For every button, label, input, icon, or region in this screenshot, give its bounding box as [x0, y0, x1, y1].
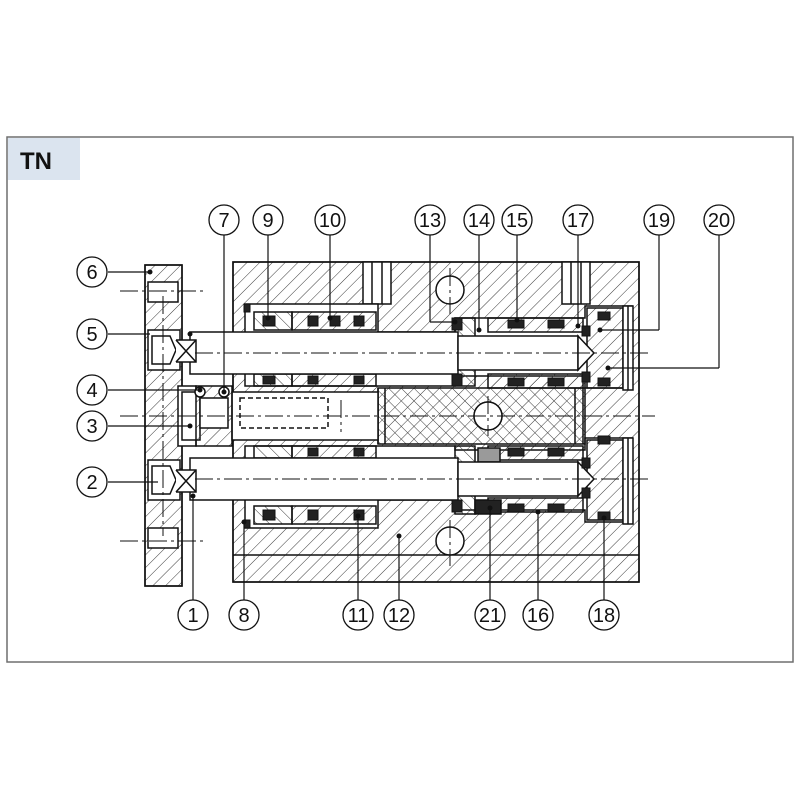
- callout-4: 4: [76, 374, 108, 406]
- callout-2: 2: [76, 466, 108, 498]
- callout-20: 20: [703, 204, 735, 236]
- callout-12: 12: [383, 599, 415, 631]
- callout-19: 19: [643, 204, 675, 236]
- callout-18: 18: [588, 599, 620, 631]
- callout-17: 17: [562, 204, 594, 236]
- svg-text:15: 15: [506, 210, 528, 232]
- svg-text:2: 2: [86, 472, 97, 494]
- panel-label: TN: [20, 148, 52, 175]
- seals: [243, 303, 611, 529]
- callout-6: 6: [76, 256, 108, 288]
- callout-15: 15: [501, 204, 533, 236]
- callout-1: 1: [177, 599, 209, 631]
- callout-14: 14: [463, 204, 495, 236]
- svg-text:10: 10: [319, 210, 341, 232]
- callout-13: 13: [414, 204, 446, 236]
- svg-text:12: 12: [388, 605, 410, 627]
- svg-text:13: 13: [419, 210, 441, 232]
- svg-text:5: 5: [86, 324, 97, 346]
- svg-text:8: 8: [238, 605, 249, 627]
- centerlines: [120, 268, 655, 566]
- svg-text:4: 4: [86, 380, 97, 402]
- callout-3: 3: [76, 410, 108, 442]
- panel-label-box: [8, 138, 80, 180]
- svg-text:11: 11: [348, 605, 369, 627]
- callout-8: 8: [228, 599, 260, 631]
- leader-lines: [108, 235, 720, 600]
- svg-text:7: 7: [218, 210, 229, 232]
- socket-screws: [151, 335, 197, 495]
- leader-dots: [147, 269, 611, 539]
- svg-text:20: 20: [708, 210, 730, 232]
- svg-text:18: 18: [593, 605, 615, 627]
- callout-11: 11: [342, 599, 374, 631]
- svg-text:3: 3: [86, 416, 97, 438]
- svg-text:21: 21: [479, 605, 501, 627]
- callout-21: 21: [474, 599, 506, 631]
- svg-text:17: 17: [567, 210, 589, 232]
- svg-text:1: 1: [187, 605, 198, 627]
- svg-text:6: 6: [86, 262, 97, 284]
- callout-5: 5: [76, 318, 108, 350]
- svg-text:19: 19: [648, 210, 670, 232]
- svg-text:16: 16: [527, 605, 549, 627]
- svg-text:9: 9: [262, 210, 273, 232]
- callout-9: 9: [252, 204, 284, 236]
- svg-text:14: 14: [468, 210, 490, 232]
- callout-10: 10: [314, 204, 346, 236]
- callout-7: 7: [208, 204, 240, 236]
- callout-16: 16: [522, 599, 554, 631]
